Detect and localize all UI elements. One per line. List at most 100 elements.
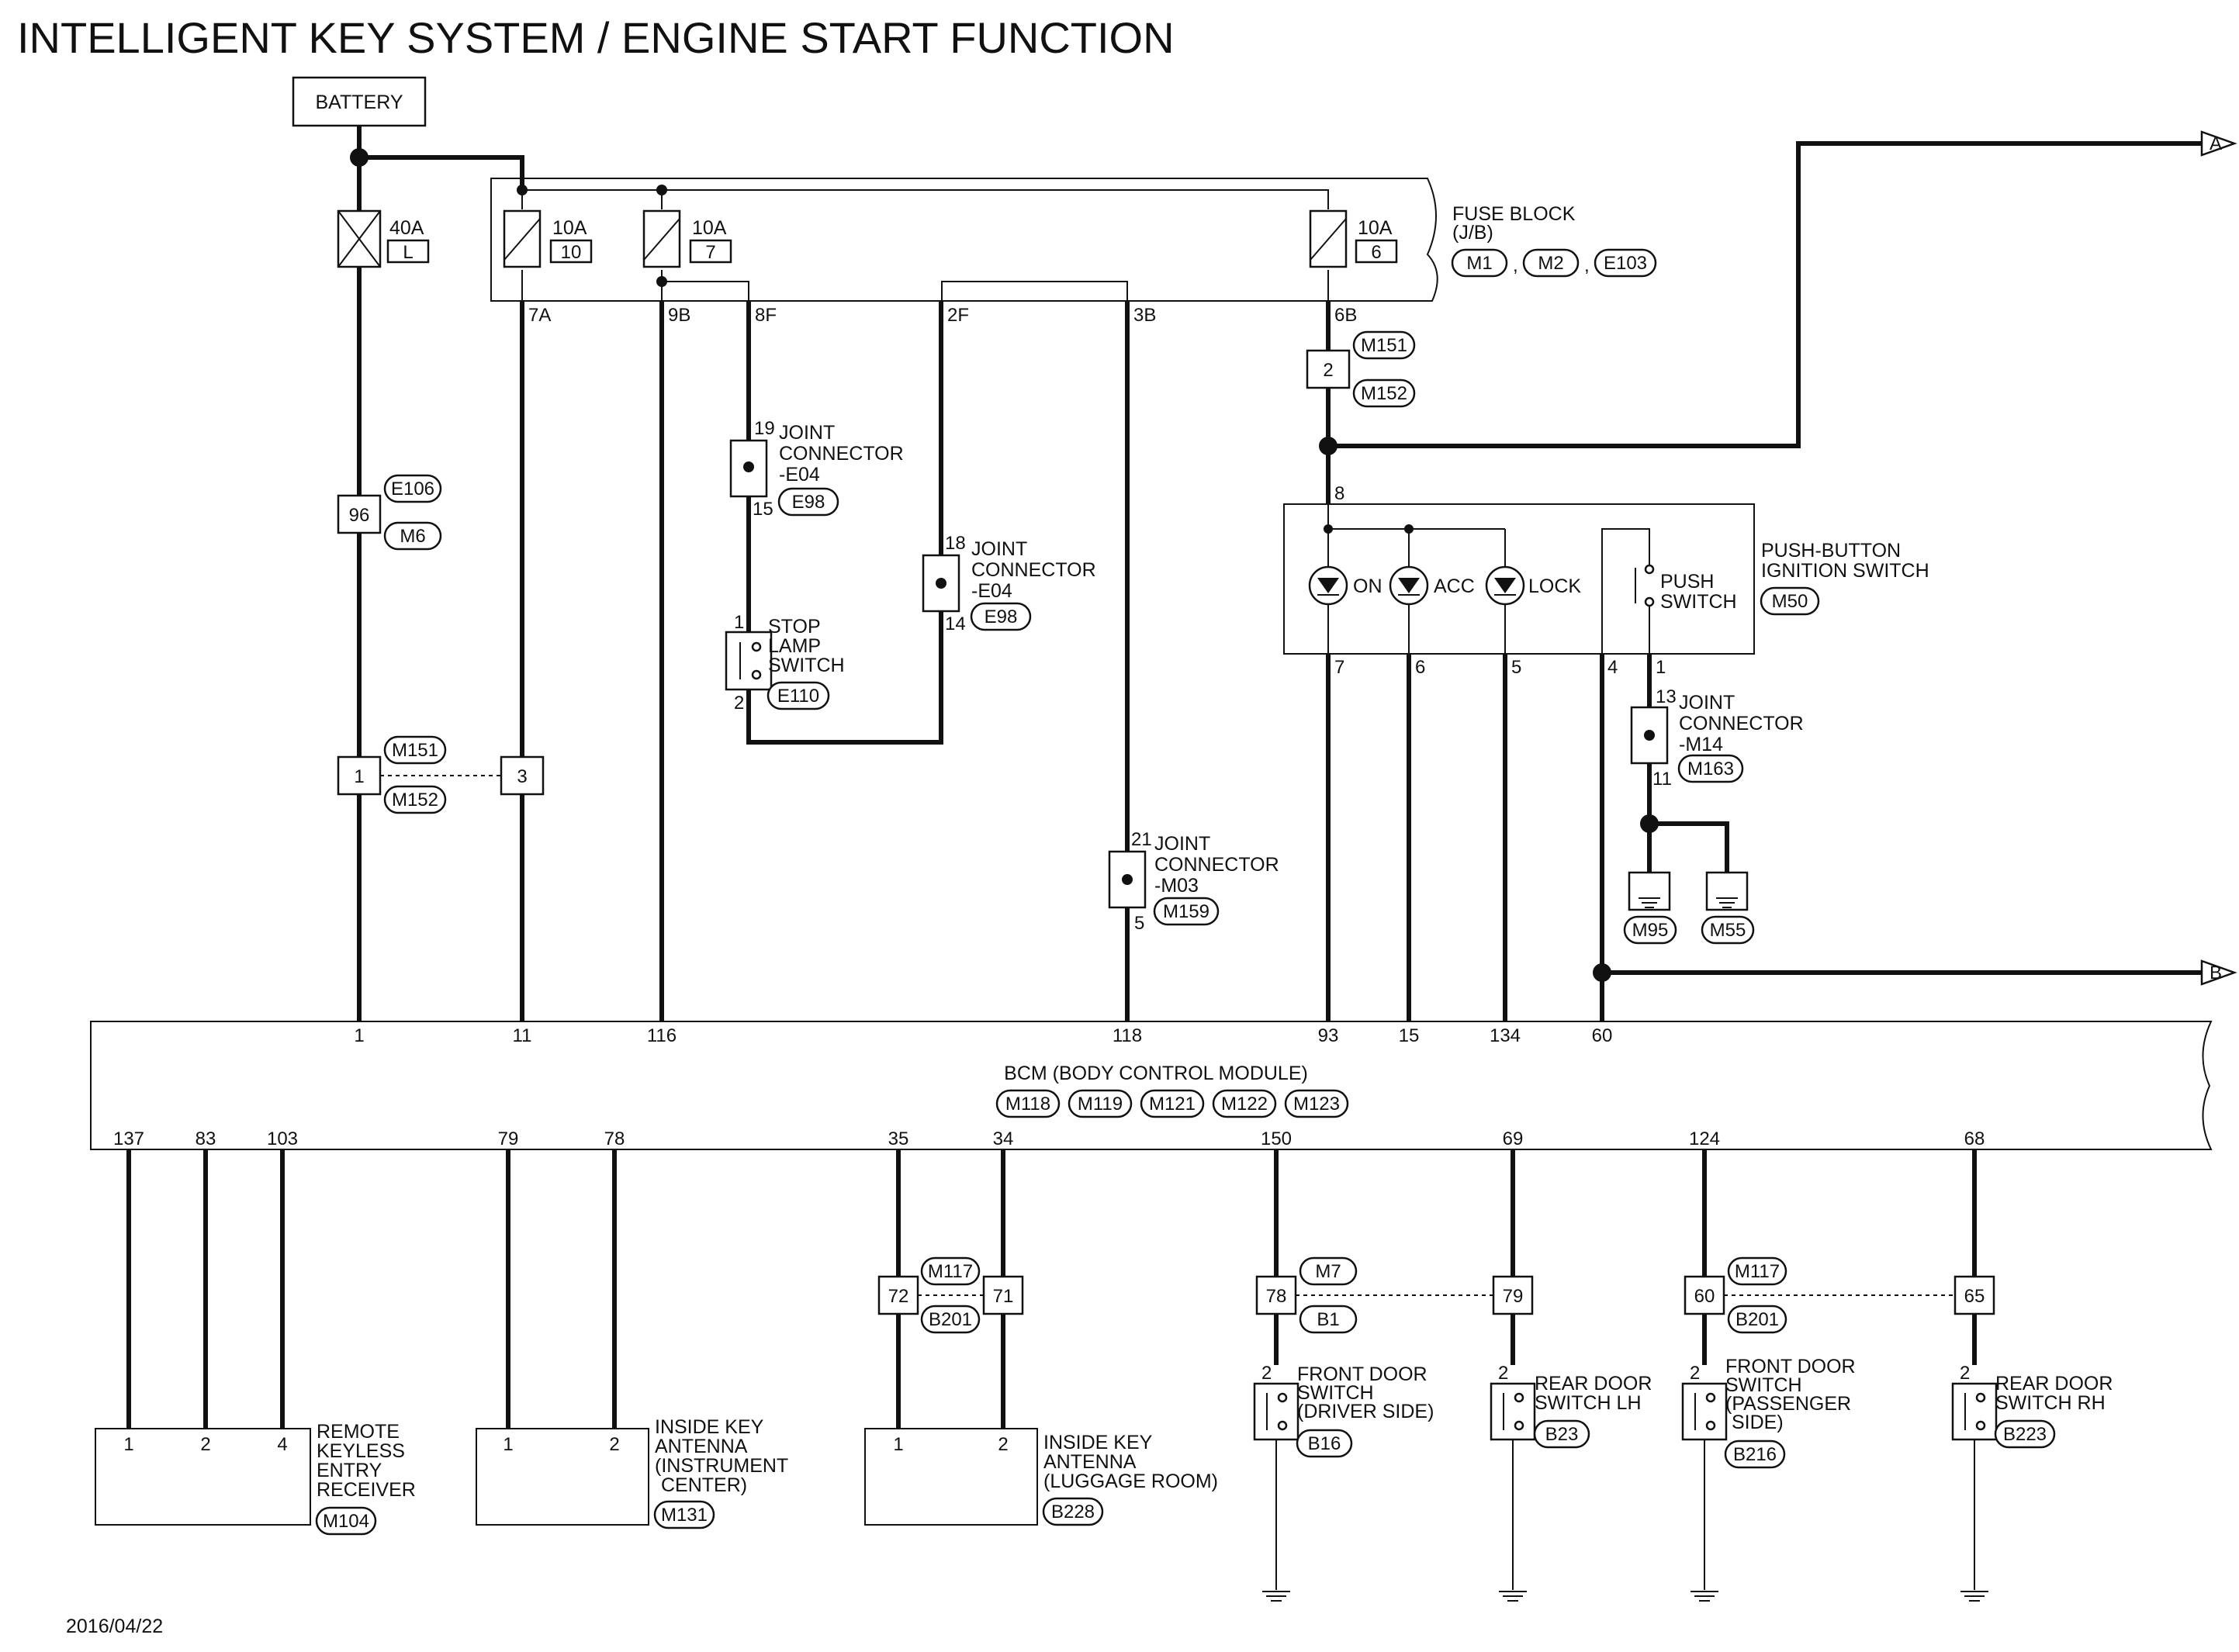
svg-text:(LUGGAGE ROOM): (LUGGAGE ROOM) [1043,1471,1218,1492]
svg-text:79: 79 [498,1128,519,1149]
svg-text:INSIDE KEY: INSIDE KEY [1043,1432,1153,1453]
svg-text:SIDE): SIDE) [1732,1412,1784,1433]
ground-m55-icon: M55 [1701,871,1755,945]
svg-text:14: 14 [945,613,966,634]
svg-text:B216: B216 [1733,1444,1777,1465]
svg-text:2: 2 [609,1434,619,1455]
battery-box [292,76,427,127]
svg-text:M151: M151 [1361,335,1407,356]
svg-text:78: 78 [1266,1286,1287,1307]
svg-text:JOINT: JOINT [971,538,1027,560]
svg-text:M131: M131 [661,1505,708,1526]
svg-text:M1: M1 [1466,253,1492,274]
svg-text:5: 5 [1134,913,1144,934]
svg-text:65: 65 [1964,1286,1985,1307]
svg-text:JOINT: JOINT [779,422,835,444]
stop-lamp-switch: 1 2 STOP LAMP SWITCH E110 [725,612,845,714]
fuse-10: 10A 10 [503,209,593,268]
inline-connector-2: 2 M151 M152 [1306,330,1416,408]
ground-icon [1262,1591,1290,1602]
svg-text:-M03: -M03 [1154,875,1199,897]
inline-connector-60-65: 60 65 M117 B201 [1684,1256,1995,1334]
fuse-block-outline [490,178,1438,302]
svg-text:18: 18 [945,533,966,554]
svg-text:7: 7 [705,242,715,263]
svg-text:ANTENNA: ANTENNA [655,1436,748,1457]
svg-text:68: 68 [1964,1128,1985,1149]
svg-text:M118: M118 [1005,1094,1050,1115]
inside-key-antenna-instrument: 1 2 INSIDE KEY ANTENNA (INSTRUMENT CENTE… [476,1416,788,1529]
svg-text:B201: B201 [1735,1309,1779,1330]
wire-to-arrow-a [1328,141,2203,448]
wire-stop-lamp-loop [746,301,943,745]
joint-connector-e04-a: 19 15 JOINT CONNECTOR -E04 E98 [729,418,904,520]
svg-text:72: 72 [888,1286,909,1307]
svg-text:CONNECTOR: CONNECTOR [779,443,904,465]
svg-text:3B: 3B [1133,305,1156,326]
svg-text:(INSTRUMENT: (INSTRUMENT [655,1455,788,1477]
svg-text:CONNECTOR: CONNECTOR [971,559,1096,581]
svg-text:10A: 10A [692,217,727,239]
svg-text:137: 137 [113,1128,144,1149]
svg-text:M95: M95 [1632,920,1669,941]
svg-text:M122: M122 [1221,1094,1268,1115]
svg-text:SWITCH: SWITCH [1725,1374,1802,1396]
svg-text:2: 2 [1261,1363,1272,1384]
svg-text:9B: 9B [668,305,690,326]
svg-text:SWITCH LH: SWITCH LH [1535,1392,1642,1414]
svg-text:15: 15 [1399,1025,1420,1046]
svg-text:2: 2 [1960,1363,1970,1384]
svg-text:M55: M55 [1710,920,1746,941]
svg-text:21: 21 [1131,829,1152,850]
svg-text:M50: M50 [1772,591,1808,612]
svg-text:STOP: STOP [768,616,821,638]
wire-battery-to-fuse-block [359,155,524,190]
svg-text:B228: B228 [1051,1502,1095,1522]
svg-text:ENTRY: ENTRY [317,1460,382,1481]
push-button-ignition-switch: 8 ON ACC LOCK PUSH SWITCH 7 6 5 4 1 [1283,437,1929,678]
svg-text:M121: M121 [1149,1094,1196,1115]
svg-text:B16: B16 [1308,1433,1341,1454]
svg-text:M123: M123 [1293,1094,1340,1115]
svg-text:2: 2 [200,1434,210,1455]
svg-text:SWITCH: SWITCH [768,655,845,676]
svg-text:96: 96 [349,505,370,526]
svg-text:8F: 8F [755,305,777,326]
svg-text:(PASSENGER: (PASSENGER [1725,1393,1851,1415]
svg-text:11: 11 [513,1025,532,1046]
svg-text:CONNECTOR: CONNECTOR [1679,713,1804,734]
svg-text:-M14: -M14 [1679,734,1723,755]
svg-text:E106: E106 [391,479,434,499]
svg-text:B: B [2210,963,2222,983]
rear-door-switch-rh: 2 REAR DOOR SWITCH RH B223 [1951,1363,2113,1602]
fusible-link-40a: 40A L [337,209,430,268]
svg-text:6B: 6B [1334,305,1357,326]
svg-text:M152: M152 [1361,383,1407,404]
svg-text:2: 2 [1690,1363,1700,1384]
svg-text:2: 2 [998,1434,1008,1455]
svg-text:M117: M117 [1735,1261,1780,1282]
svg-text:ANTENNA: ANTENNA [1043,1451,1137,1473]
svg-text:M2: M2 [1538,253,1563,274]
ground-icon [1690,1591,1718,1602]
svg-text:E110: E110 [777,686,819,707]
svg-text:4: 4 [277,1434,287,1455]
svg-text:6: 6 [1371,242,1381,263]
svg-text:SWITCH: SWITCH [1660,591,1737,613]
svg-text:RECEIVER: RECEIVER [317,1479,416,1501]
svg-text:2: 2 [734,693,744,714]
svg-text:2: 2 [1498,1363,1508,1384]
inside-key-antenna-luggage: 1 2 INSIDE KEY ANTENNA (LUGGAGE ROOM) B2… [864,1428,1218,1526]
svg-text:B223: B223 [2003,1424,2047,1445]
battery-label: BATTERY [316,92,403,113]
svg-text:E103: E103 [1604,253,1647,274]
svg-text:PUSH: PUSH [1660,571,1714,593]
svg-text:M6: M6 [400,526,425,547]
inline-connector-1-3: 1 3 M151 M152 [337,735,545,814]
svg-text:69: 69 [1503,1128,1524,1149]
svg-text:4: 4 [1607,657,1618,678]
svg-text:(J/B): (J/B) [1452,222,1493,244]
svg-text:M117: M117 [928,1261,973,1282]
svg-text:M152: M152 [392,790,438,810]
